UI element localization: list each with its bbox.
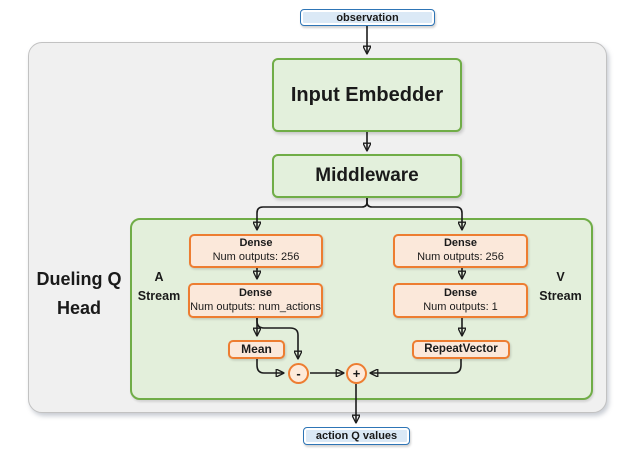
dense-v2-node: Dense Num outputs: 1 (393, 283, 528, 318)
input-embedder-node: Input Embedder (272, 58, 462, 132)
mean-node: Mean (228, 340, 285, 359)
a-stream-label: A Stream (130, 268, 188, 306)
v-stream-label: V Stream (528, 268, 593, 306)
dense-a1-node: Dense Num outputs: 256 (189, 234, 323, 268)
input-embedder-label: Input Embedder (290, 83, 444, 106)
middleware-label: Middleware (315, 165, 419, 186)
v-stream-label-line2: Stream (539, 289, 582, 303)
dense-a2-title: Dense (238, 286, 273, 299)
dense-v1-node: Dense Num outputs: 256 (393, 234, 528, 268)
repeatvector-node: RepeatVector (412, 340, 510, 359)
a-stream-label-line1: A (154, 270, 164, 284)
a-stream-label-line2: Stream (137, 289, 181, 303)
dense-v1-subtitle: Num outputs: 256 (417, 251, 504, 263)
add-operator-node: + (346, 363, 367, 384)
mean-label: Mean (241, 342, 272, 356)
observation-node: observation (300, 9, 435, 26)
v-stream-label-line1: V (556, 270, 565, 284)
dense-a1-subtitle: Num outputs: 256 (212, 251, 300, 263)
dense-v2-subtitle: Num outputs: 1 (423, 300, 498, 313)
middleware-node: Middleware (272, 154, 462, 198)
dense-a2-node: Dense Num outputs: num_actions (188, 283, 323, 318)
action-q-values-label: action Q values (315, 430, 398, 442)
add-operator-label: + (352, 366, 361, 381)
subtract-operator-label: - (296, 366, 301, 381)
action-q-values-node: action Q values (303, 427, 410, 445)
repeatvector-label: RepeatVector (424, 343, 498, 356)
observation-label: observation (336, 11, 399, 24)
dueling-q-head-label: Dueling Q Head (28, 265, 130, 323)
dense-v1-title: Dense (443, 237, 478, 250)
dense-a1-title: Dense (239, 237, 273, 250)
dense-v2-title: Dense (443, 286, 478, 299)
subtract-operator-node: - (288, 363, 309, 384)
dueling-q-head-label-line2: Head (56, 298, 101, 318)
dense-a2-subtitle: Num outputs: num_actions (190, 300, 321, 313)
dueling-q-head-label-line1: Dueling Q (36, 269, 122, 289)
